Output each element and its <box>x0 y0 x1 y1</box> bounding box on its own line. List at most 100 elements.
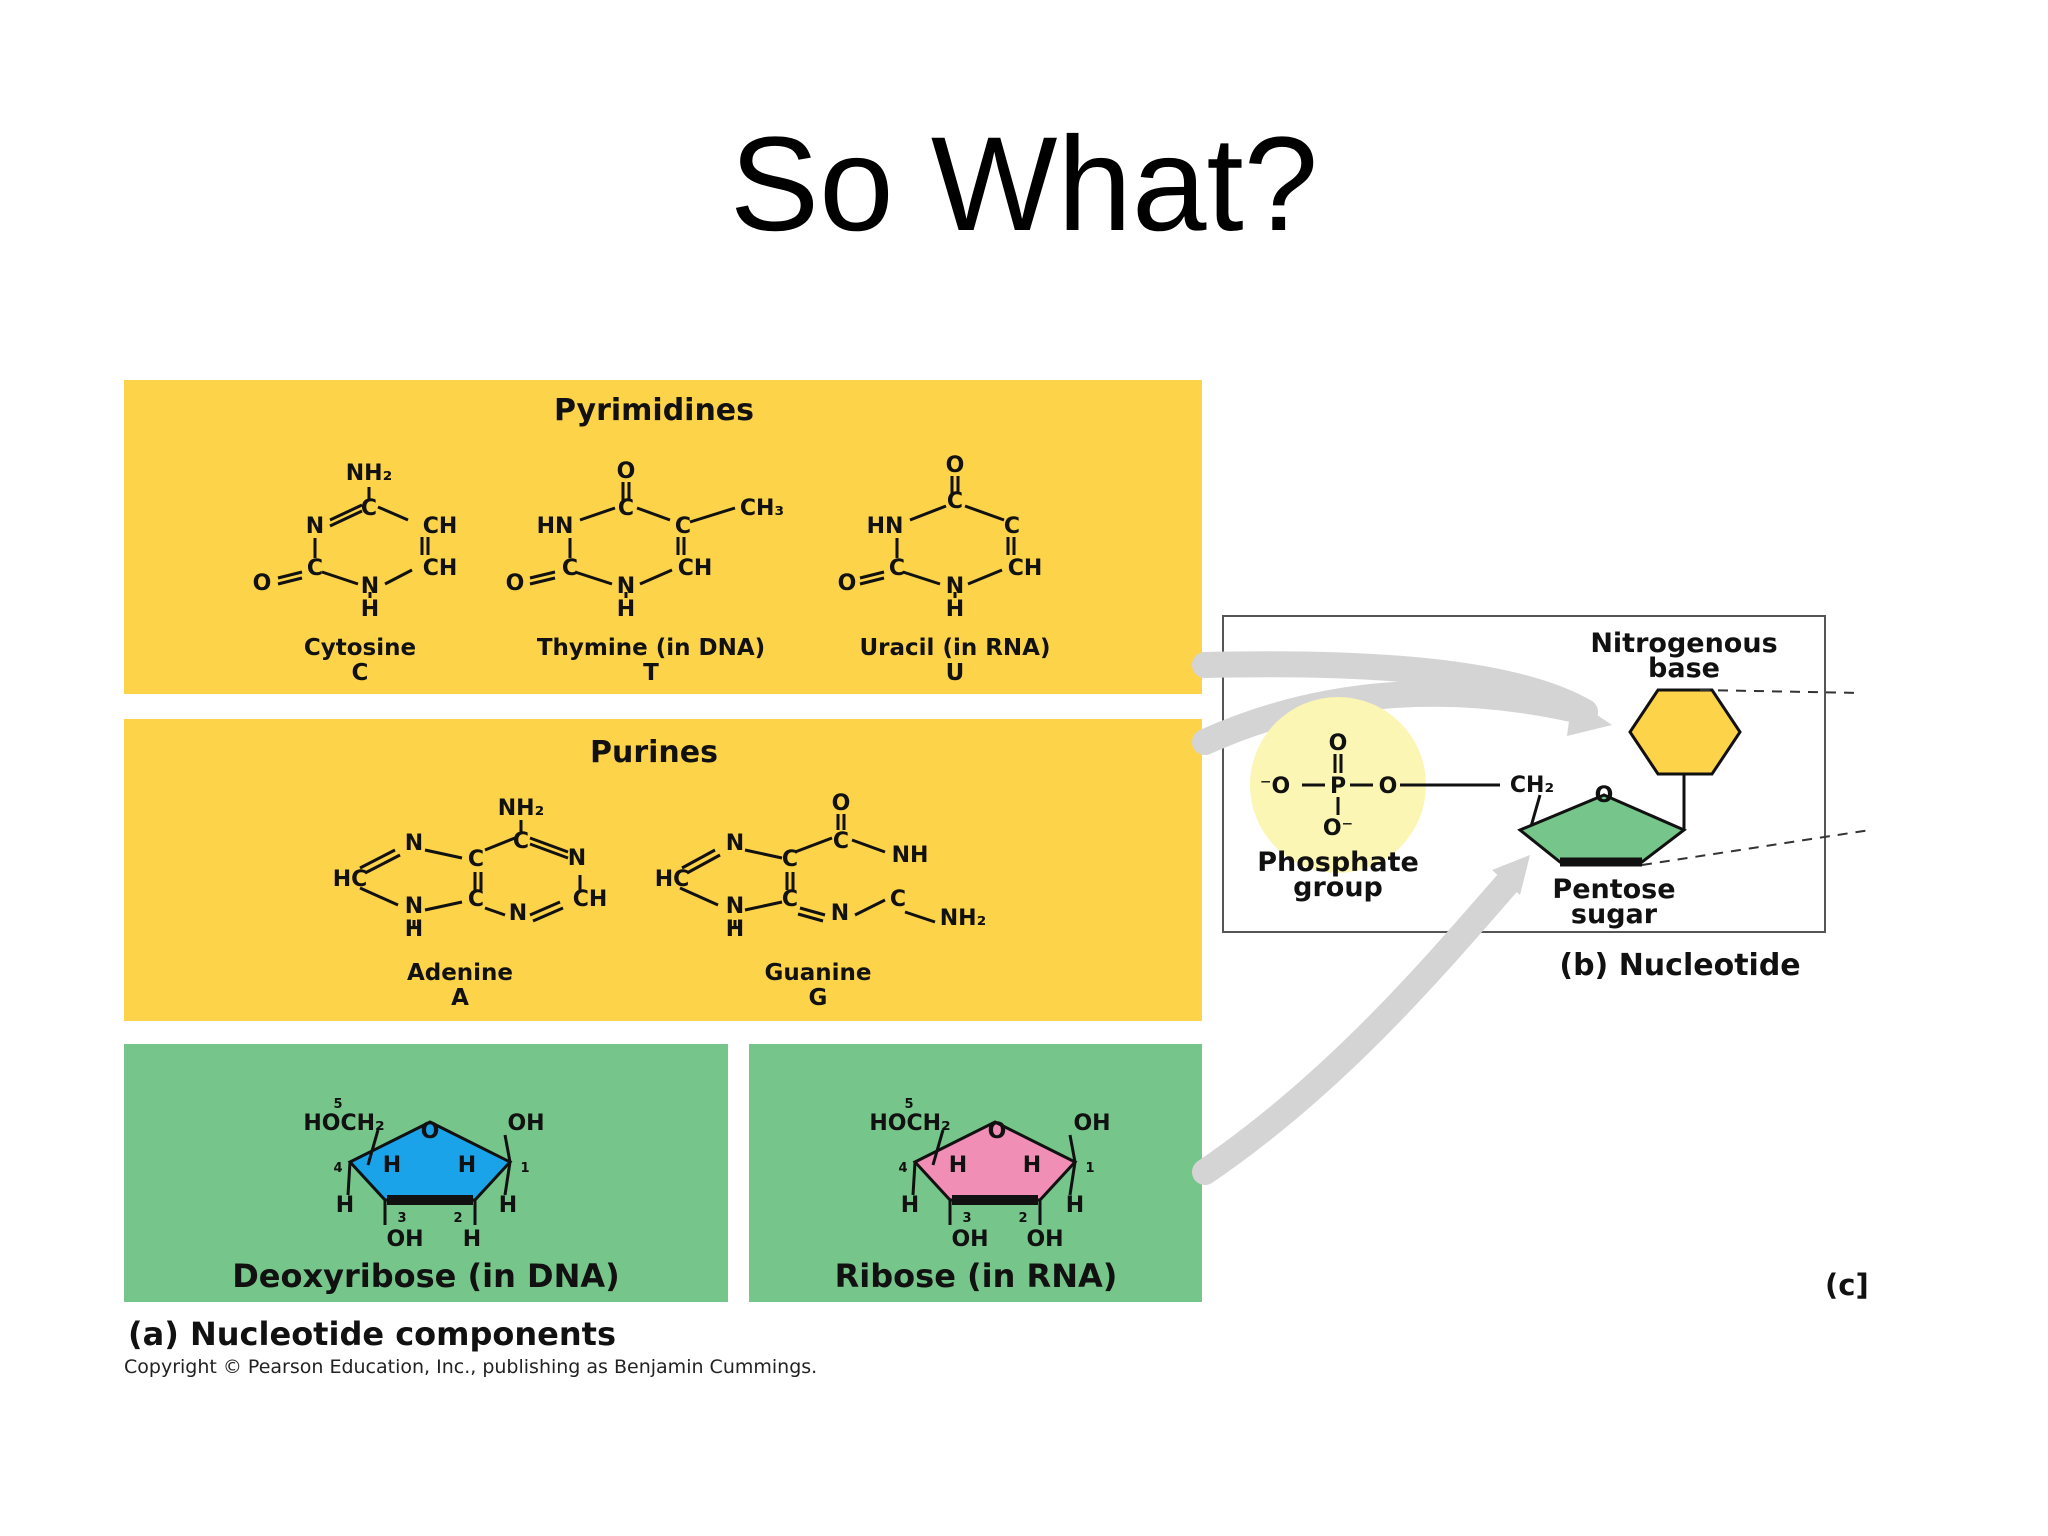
atom-label: H <box>946 597 964 622</box>
atom-label: CH₂ <box>1510 773 1554 798</box>
atom-label: H <box>901 1193 919 1218</box>
arrow-sugars <box>1192 867 1523 1185</box>
arrowhead-sugar <box>1492 855 1530 895</box>
ribose-label: Ribose (in RNA) <box>835 1257 1118 1295</box>
position-label: 4 <box>898 1161 907 1176</box>
atom-label: N <box>361 574 379 599</box>
thymine-letter: T <box>643 660 659 686</box>
cytosine-atoms: NH₂ C N CH C CH N O H <box>253 461 458 622</box>
pentose-sugar-label: Pentose <box>1552 874 1675 905</box>
atom-label: CH <box>573 887 608 912</box>
atom-label: O <box>253 571 272 596</box>
uracil-name: Uracil (in RNA) <box>860 635 1051 661</box>
atom-label: O <box>421 1119 440 1144</box>
pentose-oxygen: O <box>1595 783 1614 808</box>
atom-label: C <box>361 496 377 521</box>
adenine-atoms: NH₂ C N N C HC C CH N N H <box>333 796 608 942</box>
atom-label: N <box>568 846 586 871</box>
atom-label: OH <box>507 1111 544 1136</box>
atom-label: O <box>506 571 525 596</box>
components-caption: (a) Nucleotide components <box>128 1315 616 1353</box>
atom-label: N <box>831 901 849 926</box>
thymine-atoms: O C CH₃ HN C C CH N O H <box>506 459 784 622</box>
atom-label: H <box>405 917 423 942</box>
atom-label: HN <box>867 514 904 539</box>
cytosine-name: Cytosine <box>304 635 416 661</box>
atom-label: H <box>949 1153 967 1178</box>
atom-label: N <box>306 514 324 539</box>
nitrogenous-base-label: base <box>1648 653 1720 684</box>
uracil-letter: U <box>946 660 965 686</box>
adenine-letter: A <box>451 985 469 1011</box>
atom-label: H <box>499 1193 517 1218</box>
atom-label: O <box>946 453 965 478</box>
copyright-notice: Copyright © Pearson Education, Inc., pub… <box>124 1356 818 1378</box>
atom-label: OH <box>1073 1111 1110 1136</box>
position-label: 5 <box>904 1097 913 1112</box>
atom-label: N <box>617 574 635 599</box>
thymine-structure <box>529 482 736 598</box>
atom-label: H <box>1066 1193 1084 1218</box>
atom-label: H <box>617 597 635 622</box>
guanine-letter: G <box>809 985 828 1011</box>
atom-label: C <box>468 847 484 872</box>
guanine-structure <box>679 814 936 928</box>
phosphate-group-circle <box>1250 697 1426 873</box>
atom-label: C <box>513 829 529 854</box>
purines-heading: Purines <box>590 735 718 770</box>
deoxyribose-bonds <box>346 1129 512 1225</box>
position-label: 2 <box>1018 1211 1027 1226</box>
atom-label: C <box>307 556 323 581</box>
atom-label: C <box>1004 514 1020 539</box>
position-label: 3 <box>397 1211 406 1226</box>
atom-label: O <box>832 791 851 816</box>
uracil-atoms: O C HN C C CH N O H <box>838 453 1043 622</box>
atom-label: N <box>726 831 744 856</box>
atom-label: CH <box>1008 556 1043 581</box>
phosphate-group-label: Phosphate <box>1257 847 1419 878</box>
atom-label: O <box>617 459 636 484</box>
atom-label: H <box>383 1153 401 1178</box>
phosphate-atoms: O ⁻O P O O⁻ CH₂ <box>1260 731 1554 841</box>
atom-label: H <box>336 1193 354 1218</box>
atom-label: C <box>618 496 634 521</box>
atom-label: OH <box>386 1227 423 1252</box>
atom-label: ⁻O <box>1260 774 1290 799</box>
deoxyribose-label: Deoxyribose (in DNA) <box>232 1257 620 1295</box>
phosphate-group-label: group <box>1293 872 1383 903</box>
atom-label: O <box>1329 731 1348 756</box>
atom-label: C <box>833 829 849 854</box>
atom-label: H <box>361 597 379 622</box>
atom-label: H <box>458 1153 476 1178</box>
atom-label: HC <box>655 867 690 892</box>
deoxyribose-atoms: 5 HOCH₂ O OH 4 H H 1 H H 3 2 OH H <box>303 1097 544 1252</box>
atom-label: N <box>946 574 964 599</box>
atom-label: N <box>405 831 423 856</box>
atom-label: C <box>947 489 963 514</box>
atom-label: NH₂ <box>498 796 544 821</box>
atom-label: C <box>782 887 798 912</box>
atom-label: HOCH₂ <box>869 1111 950 1136</box>
thymine-name: Thymine (in DNA) <box>537 635 765 661</box>
atom-label: N <box>405 894 423 919</box>
atom-label: N <box>726 894 744 919</box>
purines-panel <box>124 719 1202 1021</box>
atom-label: H <box>726 917 744 942</box>
cytosine-letter: C <box>352 660 369 686</box>
atom-label: O <box>988 1119 1007 1144</box>
atom-label: C <box>468 887 484 912</box>
atom-label: CH <box>423 556 458 581</box>
arrowhead-base <box>1567 698 1612 736</box>
atom-label: O <box>838 571 857 596</box>
position-label: 1 <box>1085 1161 1094 1176</box>
atom-label: HOCH₂ <box>303 1111 384 1136</box>
cytosine-structure <box>277 487 430 598</box>
atom-label: NH₂ <box>940 906 986 931</box>
atom-label: HC <box>333 867 368 892</box>
arrow-purines <box>1192 680 1598 755</box>
atom-label: OH <box>1026 1227 1063 1252</box>
adenine-structure <box>359 820 582 928</box>
position-label: 2 <box>453 1211 462 1226</box>
atom-label: C <box>889 556 905 581</box>
